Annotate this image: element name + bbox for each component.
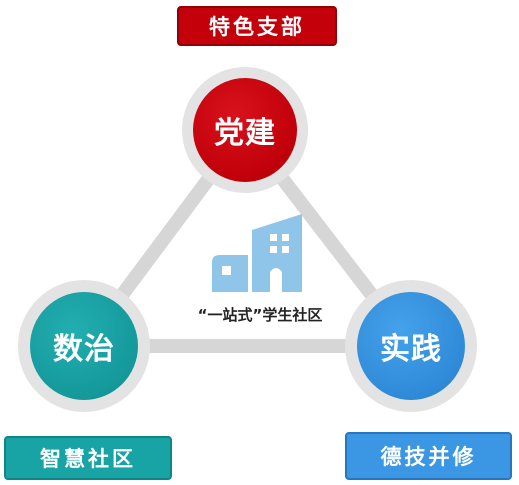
center-label: “一站式”学生社区 — [197, 306, 323, 324]
building-window — [282, 234, 289, 241]
building-window — [222, 266, 231, 275]
building-window — [282, 246, 289, 253]
node-digital-governance: 数治 — [30, 292, 138, 400]
node-practice: 实践 — [357, 292, 465, 400]
building-window — [270, 246, 277, 253]
node-label: 实践 — [380, 332, 442, 367]
building-window — [270, 234, 277, 241]
triangle-outline — [77, 123, 418, 353]
node-label: 党建 — [214, 116, 276, 151]
tag-smart-community: 智慧社区 — [4, 436, 172, 480]
node-label: 数治 — [53, 332, 115, 367]
building-door — [270, 268, 282, 292]
tag-virtue-skills: 德技并修 — [345, 432, 512, 480]
node-party-building: 党建 — [193, 78, 297, 182]
tag-featured-branch: 特色支部 — [177, 6, 337, 46]
